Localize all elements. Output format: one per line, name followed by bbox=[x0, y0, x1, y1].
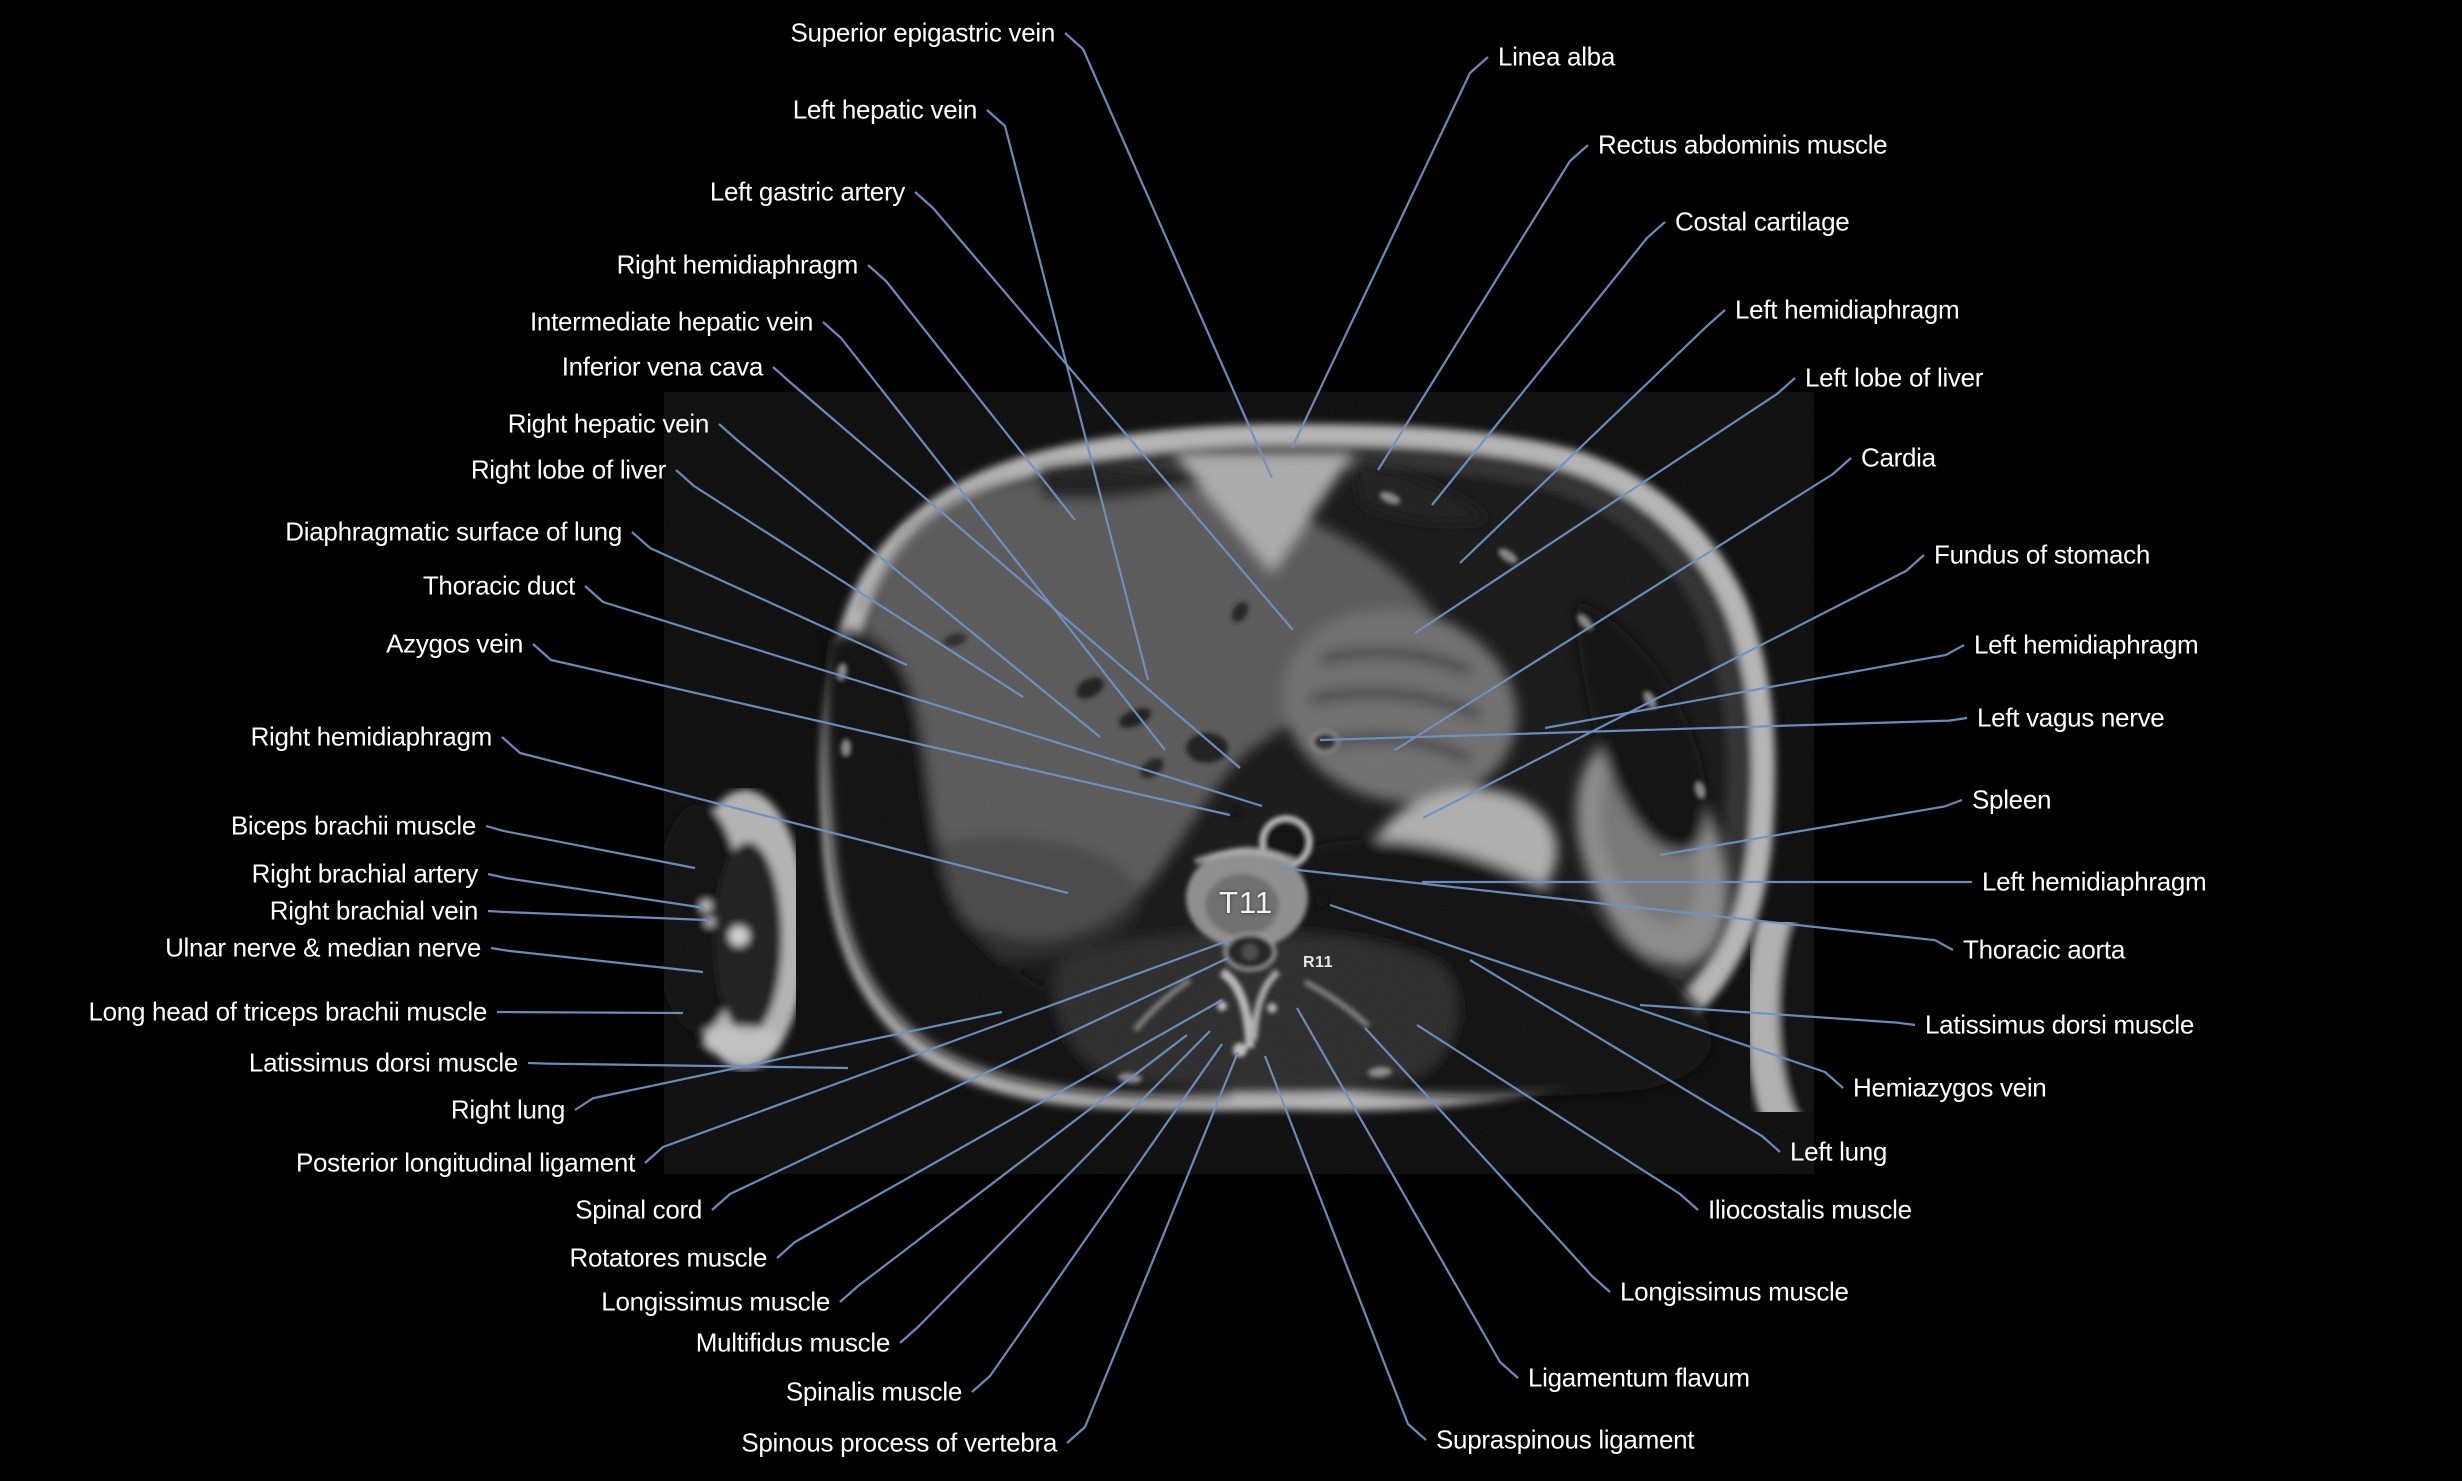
leader-line-intermediate-hepatic-vein bbox=[822, 321, 1166, 751]
anatomy-label-rectus-abdominis: Rectus abdominis muscle bbox=[1598, 129, 1888, 160]
leader-line-right-hemidiaphragm-upper bbox=[867, 264, 1076, 521]
anatomy-label-left-hemidiaphragm-1: Left hemidiaphragm bbox=[1735, 294, 1960, 325]
anatomy-label-iliocostalis-muscle: Iliocostalis muscle bbox=[1708, 1194, 1912, 1225]
leader-line-superior-epigastric-vein bbox=[1064, 32, 1274, 479]
leader-line-longissimus-muscle-right bbox=[1364, 1027, 1611, 1293]
leader-line-right-brachial-vein bbox=[487, 909, 708, 922]
anatomy-label-thoracic-duct: Thoracic duct bbox=[422, 570, 575, 601]
anatomy-label-latissimus-dorsi-left: Latissimus dorsi muscle bbox=[248, 1047, 518, 1078]
anatomy-label-left-lobe-of-liver: Left lobe of liver bbox=[1805, 362, 1984, 393]
leader-line-ulnar-median-nerve bbox=[490, 946, 704, 974]
anatomy-label-left-hemidiaphragm-3: Left hemidiaphragm bbox=[1982, 866, 2207, 897]
leader-line-long-head-triceps bbox=[496, 1010, 684, 1015]
leader-line-left-vagus-nerve bbox=[1319, 716, 1968, 742]
leader-line-thoracic-aorta bbox=[1279, 866, 1954, 951]
leader-line-left-gastric-artery bbox=[914, 191, 1294, 631]
anatomy-label-superior-epigastric-vein: Superior epigastric vein bbox=[790, 17, 1056, 48]
anatomy-label-supraspinous-ligament: Supraspinous ligament bbox=[1436, 1424, 1695, 1455]
leader-line-spinal-cord bbox=[711, 957, 1229, 1211]
leader-line-right-lobe-of-liver bbox=[675, 469, 1024, 698]
anatomy-label-left-gastric-artery: Left gastric artery bbox=[709, 176, 905, 207]
leader-line-biceps-brachii-muscle bbox=[485, 824, 696, 870]
anatomy-label-longissimus-muscle-right: Longissimus muscle bbox=[1620, 1276, 1849, 1307]
leader-line-spinalis-muscle bbox=[971, 1043, 1223, 1393]
leader-line-iliocostalis-muscle bbox=[1416, 1024, 1699, 1211]
anatomy-label-fundus-of-stomach: Fundus of stomach bbox=[1934, 539, 2151, 570]
anatomy-label-left-hemidiaphragm-2: Left hemidiaphragm bbox=[1974, 629, 2199, 660]
leader-line-rectus-abdominis bbox=[1377, 144, 1589, 471]
anatomy-label-right-hepatic-vein: Right hepatic vein bbox=[507, 408, 710, 439]
anatomy-label-spinalis-muscle: Spinalis muscle bbox=[785, 1376, 962, 1407]
anatomy-label-left-vagus-nerve: Left vagus nerve bbox=[1977, 702, 2165, 733]
leader-line-right-hepatic-vein bbox=[718, 423, 1101, 738]
anatomy-label-right-brachial-vein: Right brachial vein bbox=[269, 895, 479, 926]
vertebra-level-marker: T11 bbox=[1219, 885, 1274, 920]
leader-line-inferior-vena-cava bbox=[772, 366, 1241, 769]
anatomy-label-cardia: Cardia bbox=[1861, 442, 1936, 473]
anatomy-label-spinous-process: Spinous process of vertebra bbox=[741, 1427, 1057, 1458]
leader-line-left-lobe-of-liver bbox=[1414, 377, 1796, 634]
leader-line-right-hemidiaphragm-lower bbox=[501, 736, 1069, 895]
leader-line-longissimus-muscle-left bbox=[839, 1034, 1188, 1303]
anatomy-label-thoracic-aorta: Thoracic aorta bbox=[1963, 934, 2125, 965]
leader-line-left-lung bbox=[1469, 959, 1781, 1153]
anatomy-label-right-brachial-artery: Right brachial artery bbox=[251, 858, 479, 889]
anatomy-label-right-hemidiaphragm-upper: Right hemidiaphragm bbox=[616, 249, 859, 280]
anatomy-label-spinal-cord: Spinal cord bbox=[575, 1194, 702, 1225]
leader-line-latissimus-dorsi-right bbox=[1639, 1003, 1916, 1027]
anatomy-label-longissimus-muscle-left: Longissimus muscle bbox=[601, 1286, 830, 1317]
leader-line-left-hemidiaphragm-1 bbox=[1459, 309, 1726, 564]
rib-marker: R11 bbox=[1303, 954, 1333, 971]
leader-line-cardia bbox=[1394, 457, 1852, 751]
anatomy-label-costal-cartilage: Costal cartilage bbox=[1675, 206, 1850, 237]
leader-line-linea-alba bbox=[1291, 56, 1489, 449]
leader-line-right-lung bbox=[574, 1010, 1003, 1111]
leader-line-spleen bbox=[1659, 798, 1963, 857]
anatomy-label-right-lung: Right lung bbox=[450, 1094, 565, 1125]
anatomy-label-posterior-longitudinal-ligament: Posterior longitudinal ligament bbox=[295, 1147, 635, 1178]
anatomy-label-ligamentum-flavum: Ligamentum flavum bbox=[1528, 1362, 1750, 1393]
anatomy-label-multifidus-muscle: Multifidus muscle bbox=[695, 1327, 891, 1358]
anatomy-label-right-hemidiaphragm-lower: Right hemidiaphragm bbox=[250, 721, 493, 752]
anatomy-label-latissimus-dorsi-right: Latissimus dorsi muscle bbox=[1925, 1009, 2195, 1040]
anatomy-label-inferior-vena-cava: Inferior vena cava bbox=[561, 351, 764, 382]
anatomy-label-linea-alba: Linea alba bbox=[1498, 41, 1615, 72]
leader-line-spinous-process bbox=[1066, 1051, 1240, 1444]
leader-line-right-brachial-artery bbox=[487, 872, 706, 910]
leader-line-supraspinous-ligament bbox=[1263, 1055, 1427, 1441]
leader-line-thoracic-duct bbox=[584, 585, 1263, 808]
leader-line-left-hemidiaphragm-2 bbox=[1544, 644, 1965, 730]
leader-line-ligamentum-flavum bbox=[1296, 1007, 1519, 1379]
leader-line-rotatores-muscle bbox=[776, 999, 1223, 1259]
leader-line-diaphragmatic-surface-of-lung bbox=[631, 531, 908, 667]
anatomy-label-biceps-brachii-muscle: Biceps brachii muscle bbox=[230, 810, 476, 841]
leader-line-costal-cartilage bbox=[1431, 221, 1666, 506]
anatomy-label-left-lung: Left lung bbox=[1790, 1136, 1888, 1167]
leader-line-left-hepatic-vein bbox=[986, 109, 1150, 681]
leader-line-multifidus-muscle bbox=[899, 1030, 1211, 1344]
anatomy-label-long-head-triceps: Long head of triceps brachii muscle bbox=[88, 996, 487, 1027]
anatomy-label-intermediate-hepatic-vein: Intermediate hepatic vein bbox=[529, 306, 813, 337]
anatomy-label-rotatores-muscle: Rotatores muscle bbox=[569, 1242, 768, 1273]
anatomy-label-left-hepatic-vein: Left hepatic vein bbox=[792, 94, 978, 125]
leader-line-posterior-longitudinal-ligament bbox=[644, 938, 1231, 1164]
anatomy-label-spleen: Spleen bbox=[1972, 784, 2052, 815]
anatomy-label-ulnar-median-nerve: Ulnar nerve & median nerve bbox=[165, 932, 481, 963]
anatomy-label-hemiazygos-vein: Hemiazygos vein bbox=[1853, 1072, 2047, 1103]
anatomy-label-azygos-vein: Azygos vein bbox=[386, 628, 523, 659]
anatomy-label-right-lobe-of-liver: Right lobe of liver bbox=[470, 454, 666, 485]
anatomy-label-diaphragmatic-surface-of-lung: Diaphragmatic surface of lung bbox=[285, 516, 622, 547]
leader-line-hemiazygos-vein bbox=[1329, 903, 1844, 1089]
leader-line-fundus-of-stomach bbox=[1422, 554, 1925, 819]
leader-line-azygos-vein bbox=[532, 643, 1231, 817]
